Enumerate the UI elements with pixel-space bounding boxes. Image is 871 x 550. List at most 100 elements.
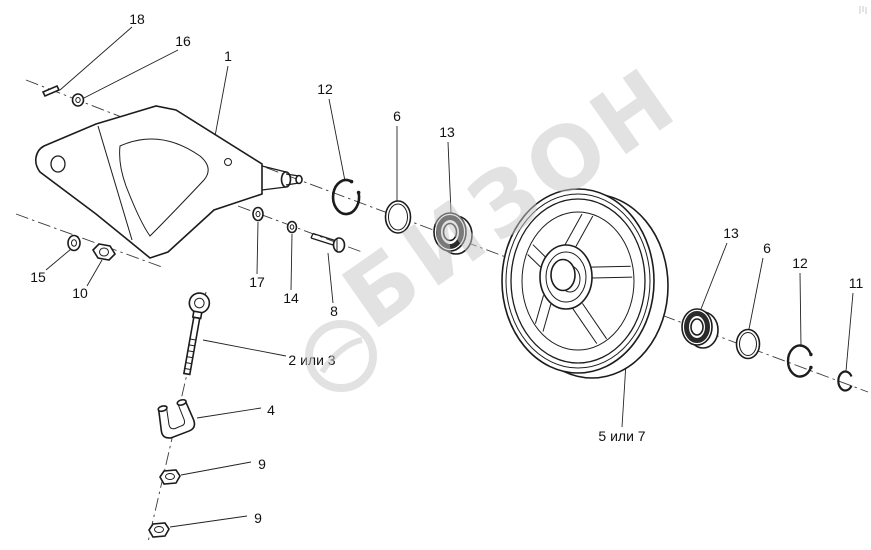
cotter-pin [41, 84, 61, 98]
bolt-8-shank-bottom [310, 237, 334, 246]
washer-15 [67, 234, 81, 252]
axle-shoulder [280, 171, 292, 188]
bracket-arm [35, 105, 303, 259]
washer-14 [286, 220, 298, 234]
eye-rod-thread [184, 367, 192, 371]
washer-16-outer [71, 93, 85, 107]
callout-9-lower: 9 [254, 510, 262, 526]
washer-16-hole [75, 97, 81, 103]
bracket-pivot-hole [50, 155, 66, 173]
leader-2-3 [202, 339, 287, 357]
wheel-bore [550, 258, 576, 292]
bracket-small-hole [224, 158, 232, 166]
leader-11 [845, 292, 854, 372]
wheel-spoke [564, 213, 594, 247]
snap-ring-12-left [331, 178, 361, 216]
ring-6-right-outer [735, 328, 761, 360]
clevis-outer [157, 400, 196, 439]
callout-15: 15 [30, 269, 46, 285]
bearing-13-left [433, 212, 473, 255]
nut-9-upper [159, 469, 181, 485]
snap-ring-12-right-end [809, 365, 813, 370]
nut-9-lower [148, 522, 170, 538]
wheel-spoke [534, 295, 552, 332]
leader-1 [212, 65, 229, 148]
axis-bolt-line [237, 205, 363, 253]
axle-pin-end [295, 174, 303, 185]
watermark-logo-swoosh [319, 337, 363, 374]
wheel-rim-inner [510, 198, 646, 364]
nut-10-hole [99, 247, 109, 257]
eye-rod-thread [188, 344, 196, 347]
snap-ring-12-right-end [809, 352, 813, 357]
clevis-inner [166, 403, 186, 430]
wheel-spoke [527, 244, 546, 268]
nut-9-lower-body [148, 522, 170, 538]
callout-1: 1 [224, 48, 232, 64]
callout-10: 10 [72, 285, 88, 301]
bearing-13-right-bore [690, 318, 704, 336]
callout-13-right: 13 [723, 225, 739, 241]
washer-17-hole [255, 210, 261, 218]
washer-14-hole [289, 224, 295, 230]
nut-10-body [91, 243, 117, 261]
callout-13-left: 13 [439, 124, 455, 140]
ring-6-left [384, 200, 412, 234]
nut-9-upper-hole [165, 473, 175, 480]
clip-11 [837, 370, 853, 392]
cotter-pin-body [41, 84, 61, 98]
eye-rod-thread [185, 362, 193, 365]
leader-13-left [447, 141, 452, 214]
leader-14 [290, 233, 293, 291]
nut-9-lower-hole [154, 526, 164, 533]
leader-9-lower [169, 515, 248, 528]
leader-15 [45, 248, 72, 271]
callout-12-left: 12 [317, 81, 333, 97]
leader-17 [256, 221, 259, 275]
wheel-rim-groove [505, 193, 651, 369]
washer-14-outer [286, 220, 298, 234]
clip-11-body [837, 370, 853, 392]
ring-6-left-inner [388, 203, 408, 231]
axle-top-edge [261, 165, 287, 173]
leader-4 [196, 407, 262, 419]
leader-18 [59, 26, 133, 91]
eye-rod [182, 292, 211, 376]
snap-ring-12-left-end [356, 190, 361, 195]
clevis [157, 398, 196, 439]
wheel-spoke [572, 303, 608, 344]
eye-rod-hole [194, 297, 205, 309]
leader-9-upper [180, 461, 252, 476]
clevis-end-left [157, 405, 168, 413]
washer-15-hole [71, 239, 77, 247]
watermark-logo-ring [305, 320, 377, 392]
callout-9-upper: 9 [258, 456, 266, 472]
callout-labels: 18 16 1 12 6 13 13 6 12 11 15 10 17 14 8… [30, 11, 863, 526]
callout-14: 14 [283, 290, 299, 306]
wheel-hub-face [545, 251, 587, 303]
ring-6-right-inner [739, 332, 757, 356]
leader-13-right [700, 242, 728, 310]
callout-4: 4 [267, 402, 275, 418]
nut-9-upper-body [159, 469, 181, 485]
callout-18: 18 [129, 11, 145, 27]
snap-ring-12-right [786, 344, 813, 378]
axis-nut-line [15, 213, 163, 268]
bracket-cutout [119, 138, 209, 237]
washer-15-outer [67, 234, 81, 252]
wheel-spoke [590, 265, 633, 279]
eye-rod-thread [187, 350, 195, 353]
leader-12-right [799, 272, 802, 348]
ring-6-left-outer [384, 200, 412, 234]
leader-8 [327, 252, 334, 304]
bearing-13-right-race [684, 311, 710, 343]
leader-10 [86, 259, 103, 287]
callout-6-left: 6 [393, 108, 401, 124]
callout-8: 8 [330, 303, 338, 319]
leader-lines [45, 26, 854, 528]
leader-12-left [328, 98, 346, 182]
eye-rod-thread [189, 338, 197, 341]
snap-ring-12-right-body [786, 344, 813, 378]
